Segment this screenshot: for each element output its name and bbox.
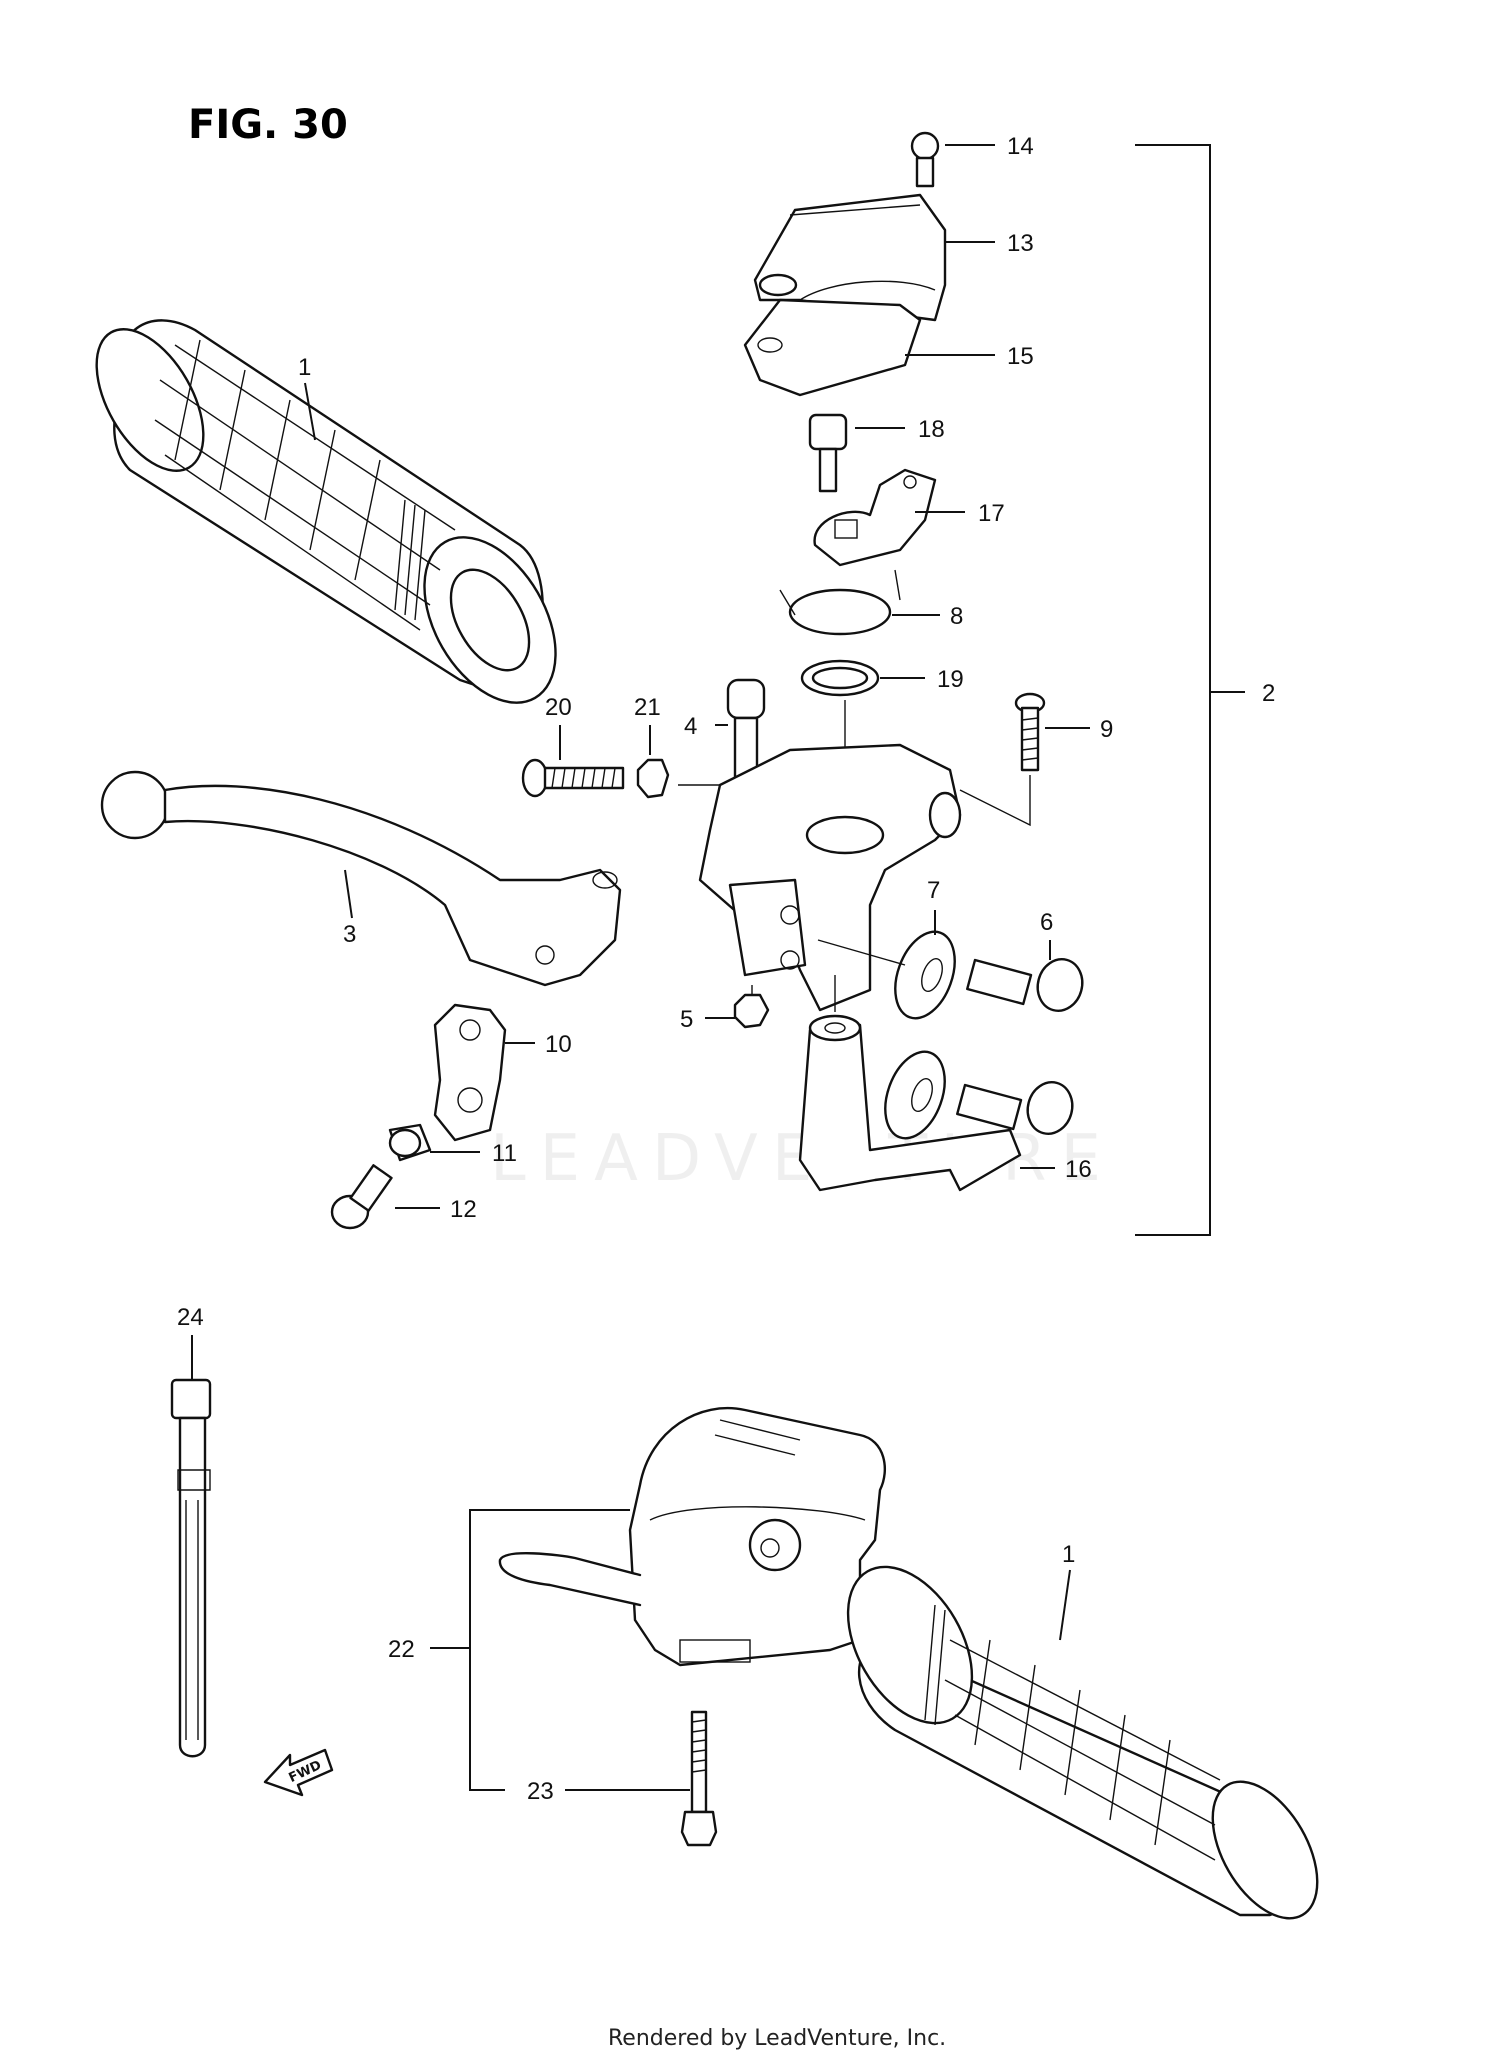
callout-9: 9 xyxy=(1100,716,1113,743)
part-6-adjuster-bolt xyxy=(956,958,1084,1135)
callout-16: 16 xyxy=(1065,1156,1092,1183)
callout-24: 24 xyxy=(177,1304,204,1331)
part-20-bolt xyxy=(521,758,625,798)
part-12-bolt xyxy=(330,1164,393,1230)
part-10-clamp xyxy=(433,1003,507,1142)
part-18-bolt xyxy=(808,413,848,493)
part-8-spring xyxy=(779,569,901,636)
part-23-screw xyxy=(680,1710,718,1847)
part-19-o-ring xyxy=(800,659,880,697)
callout-5: 5 xyxy=(680,1006,693,1033)
part-1-left-grip xyxy=(95,319,557,704)
lever-holder-body xyxy=(698,743,962,1012)
callout-19: 19 xyxy=(937,666,964,693)
callout-20: 20 xyxy=(545,694,572,721)
callout-3: 3 xyxy=(343,921,356,948)
callout-21: 21 xyxy=(634,694,661,721)
part-9-screw xyxy=(1014,692,1046,772)
callout-23: 23 xyxy=(527,1778,554,1805)
callout-12: 12 xyxy=(450,1196,477,1223)
fwd-direction-arrow: FWD xyxy=(263,1748,334,1797)
part-17-bracket xyxy=(813,468,937,567)
callout-13: 13 xyxy=(1007,230,1034,257)
callout-11: 11 xyxy=(492,1140,517,1167)
callout-2: 2 xyxy=(1262,680,1275,707)
assembly-bracket xyxy=(1135,144,1211,1236)
callout-6: 6 xyxy=(1040,909,1053,936)
callout-18: 18 xyxy=(918,416,945,443)
part-21-nut xyxy=(636,758,670,799)
callout-14: 14 xyxy=(1007,133,1034,160)
part-14-screw xyxy=(910,131,940,188)
footer-credit: Rendered by LeadVenture, Inc. xyxy=(608,2026,946,2051)
part-24-cable-tie xyxy=(170,1378,212,1758)
part-15-gasket xyxy=(743,298,922,397)
callout-1-right: 1 xyxy=(1062,1541,1075,1568)
part-7-washer xyxy=(884,930,956,1140)
callout-22: 22 xyxy=(388,1636,415,1663)
part-16-lever xyxy=(798,1014,1022,1192)
callout-4: 4 xyxy=(684,713,697,740)
part-1-right-grip xyxy=(846,1565,1319,1920)
callout-7: 7 xyxy=(927,877,940,904)
callout-10: 10 xyxy=(545,1031,572,1058)
callout-17: 17 xyxy=(978,500,1005,527)
part-22-switch-housing xyxy=(498,1406,887,1667)
part-11-collar xyxy=(388,1123,432,1162)
callout-1-left: 1 xyxy=(298,354,311,381)
figure-title: FIG. 30 xyxy=(188,102,348,148)
part-5-nut xyxy=(733,993,770,1029)
part-3-brake-lever xyxy=(100,770,622,987)
callout-8: 8 xyxy=(950,603,963,630)
callout-15: 15 xyxy=(1007,343,1034,370)
